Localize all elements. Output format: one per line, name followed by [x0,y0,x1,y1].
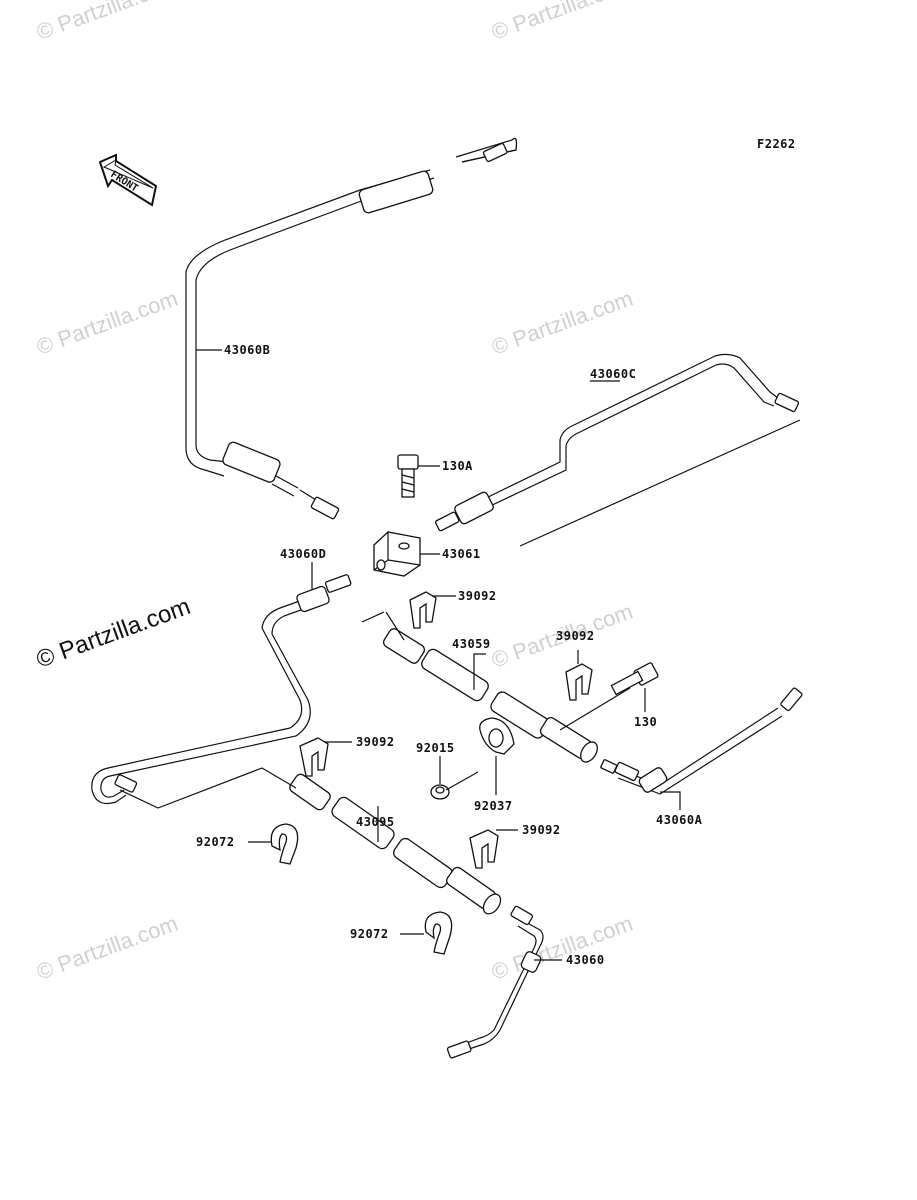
clip-39092-c [299,737,329,777]
watermark: © Partzilla.com [33,911,181,985]
brake-line-43060a [600,687,803,795]
callout-92015: 92015 [416,741,455,755]
callout-39092-d: 39092 [522,823,561,837]
watermark: © Partzilla.com [488,286,636,360]
figure-code: F2262 [757,137,796,151]
callout-39092-b: 39092 [556,629,595,643]
watermark: © Partzilla.com [488,911,636,985]
brake-line-43060b [185,137,518,520]
callout-43060c: 43060C [590,367,636,381]
watermark: © Partzilla.com [488,0,636,45]
callout-43095: 43095 [356,815,395,829]
bolt-130a [397,454,419,498]
callout-43059: 43059 [452,637,491,651]
front-arrow-icon: FRONT [98,153,158,207]
callout-39092-a: 39092 [458,589,497,603]
callout-43060b: 43060B [224,343,270,357]
band-clamp-92072-a [270,823,299,865]
callout-92072-a: 92072 [196,835,235,849]
brake-line-43060 [446,905,544,1059]
clip-39092-b [565,663,593,701]
callout-92072-b: 92072 [350,927,389,941]
watermark: © Partzilla.com [33,286,181,360]
nut-92015 [430,784,450,800]
brake-line-43060d [91,574,352,805]
bolt-130 [610,662,659,696]
callout-130a: 130A [442,459,473,473]
callout-130: 130 [634,715,657,729]
callout-92037: 92037 [474,799,513,813]
clip-39092-a [409,591,437,629]
callout-39092-c: 39092 [356,735,395,749]
callout-43060: 43060 [566,953,605,967]
clamp-92037 [479,717,515,755]
callouts: 43060B 43060C 130A 43061 43060D 39092 43… [196,343,703,967]
callout-43061: 43061 [442,547,481,561]
watermark-main: © Partzilla.com [33,593,194,674]
junction-block-43061 [373,531,421,577]
leader-lines [119,349,801,961]
callout-43060a: 43060A [656,813,703,827]
band-clamp-92072-b [424,911,453,955]
brake-hose-43059 [382,628,598,763]
callout-43060d: 43060D [280,547,326,561]
clip-39092-d [469,829,499,869]
watermark: © Partzilla.com [33,0,181,45]
brake-line-43060c [434,353,800,532]
